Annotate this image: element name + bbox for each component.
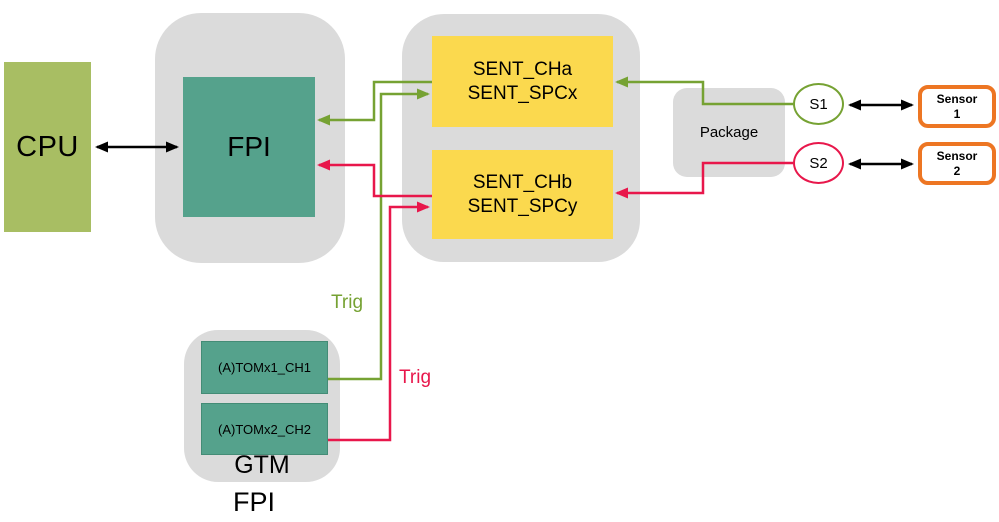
tom1-block: (A)TOMx1_CH1 [201, 341, 328, 394]
trig-label-red: Trig [399, 367, 432, 388]
sensor-1-line2: 1 [953, 106, 961, 121]
pin-s1: S1 [793, 83, 844, 125]
pin-s1-label: S1 [809, 95, 828, 113]
tom2-block: (A)TOMx2_CH2 [201, 403, 328, 455]
cpu-block: CPU [4, 62, 91, 232]
sent-chb-line2: SENT_SPCy [467, 195, 578, 217]
gtm-label: GTM [234, 451, 290, 479]
pin-s2: S2 [793, 142, 844, 184]
package-block: Package [673, 88, 785, 177]
fpi-caption: FPI [232, 487, 275, 517]
cpu-label: CPU [16, 130, 79, 163]
sensor-2-block: Sensor 2 [918, 142, 996, 185]
sensor-2-line2: 2 [953, 163, 961, 178]
tom2-label: (A)TOMx2_CH2 [218, 421, 311, 437]
tom1-label: (A)TOMx1_CH1 [218, 360, 311, 375]
sent-cha-line2: SENT_SPCx [467, 82, 578, 104]
sent-cha-block: SENT_CHa SENT_SPCx [432, 36, 613, 127]
fpi-label: FPI [227, 131, 271, 162]
sent-chb-line1: SENT_CHb [472, 171, 573, 193]
sensor-2-line1: Sensor [936, 149, 978, 164]
trig-label-green: Trig [331, 292, 364, 313]
fpi-block: FPI [183, 77, 315, 217]
sent-cha-line1: SENT_CHa [472, 58, 573, 80]
pin-s2-label: S2 [809, 154, 828, 172]
sent-chb-block: SENT_CHb SENT_SPCy [432, 150, 613, 239]
package-label: Package [699, 124, 759, 141]
sensor-1-line1: Sensor [936, 92, 978, 107]
sensor-1-block: Sensor 1 [918, 85, 996, 128]
